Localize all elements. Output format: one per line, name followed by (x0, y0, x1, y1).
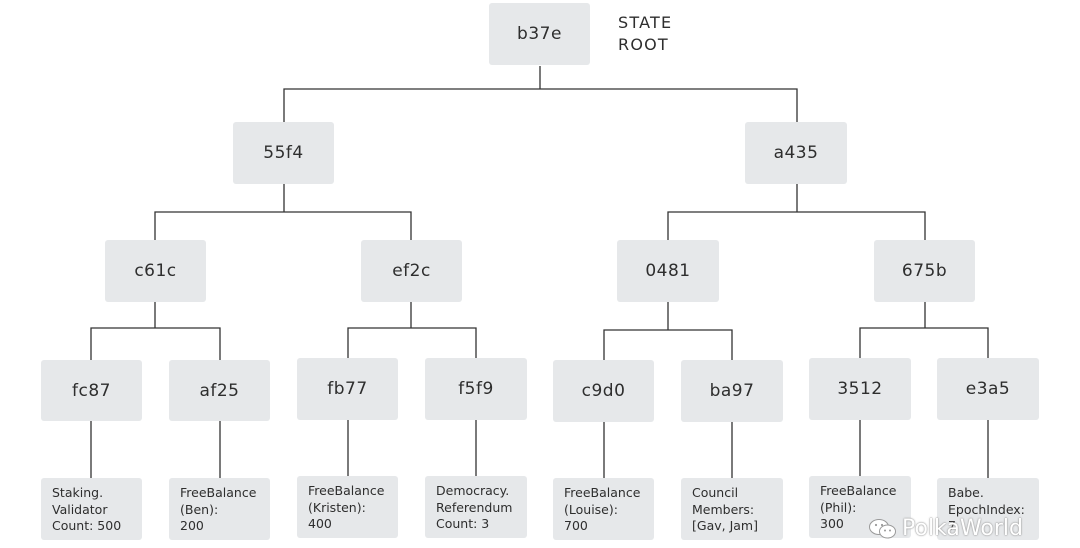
wechat-icon (869, 518, 896, 538)
edge-55f4 (154, 184, 412, 240)
watermark-text: PolkaWorld (902, 516, 1023, 541)
edge-675b (859, 302, 989, 358)
polkaworld-watermark: PolkaWorld (868, 516, 1023, 541)
leaf-fb77-value: FreeBalance (Kristen): 400 (297, 476, 398, 538)
edge-ef2c (347, 302, 477, 358)
edge-root (283, 66, 798, 122)
edge-0481 (603, 302, 733, 360)
node-0481: 0481 (617, 240, 719, 302)
leaf-ba97-value: Council Members: [Gav, Jam] (681, 478, 783, 540)
node-fc87: fc87 (41, 360, 142, 421)
node-3512: 3512 (809, 358, 911, 420)
node-f5f9: f5f9 (425, 358, 527, 420)
node-c61c: c61c (105, 240, 206, 302)
edge-c61c (90, 302, 221, 360)
node-a435: a435 (745, 122, 847, 184)
state-root-label: STATE ROOT (618, 13, 673, 54)
node-fb77: fb77 (297, 358, 398, 420)
edge-leaves (90, 420, 989, 478)
node-e3a5: e3a5 (937, 358, 1039, 420)
leaf-fc87-value: Staking. Validator Count: 500 (41, 478, 142, 540)
leaf-f5f9-value: Democracy. Referendum Count: 3 (425, 476, 527, 538)
leaf-af25-value: FreeBalance (Ben): 200 (169, 478, 270, 540)
leaf-c9d0-value: FreeBalance (Louise): 700 (553, 478, 654, 540)
node-ba97: ba97 (681, 360, 783, 422)
node-ef2c: ef2c (361, 240, 462, 302)
edge-a435 (667, 184, 926, 240)
node-c9d0: c9d0 (553, 360, 654, 422)
node-55f4: 55f4 (233, 122, 334, 184)
node-af25: af25 (169, 360, 270, 421)
node-b37e: b37e (489, 3, 590, 65)
node-675b: 675b (874, 240, 975, 302)
leaf-e3a5-value: Babe. EpochIndex: 7 (937, 478, 1039, 540)
